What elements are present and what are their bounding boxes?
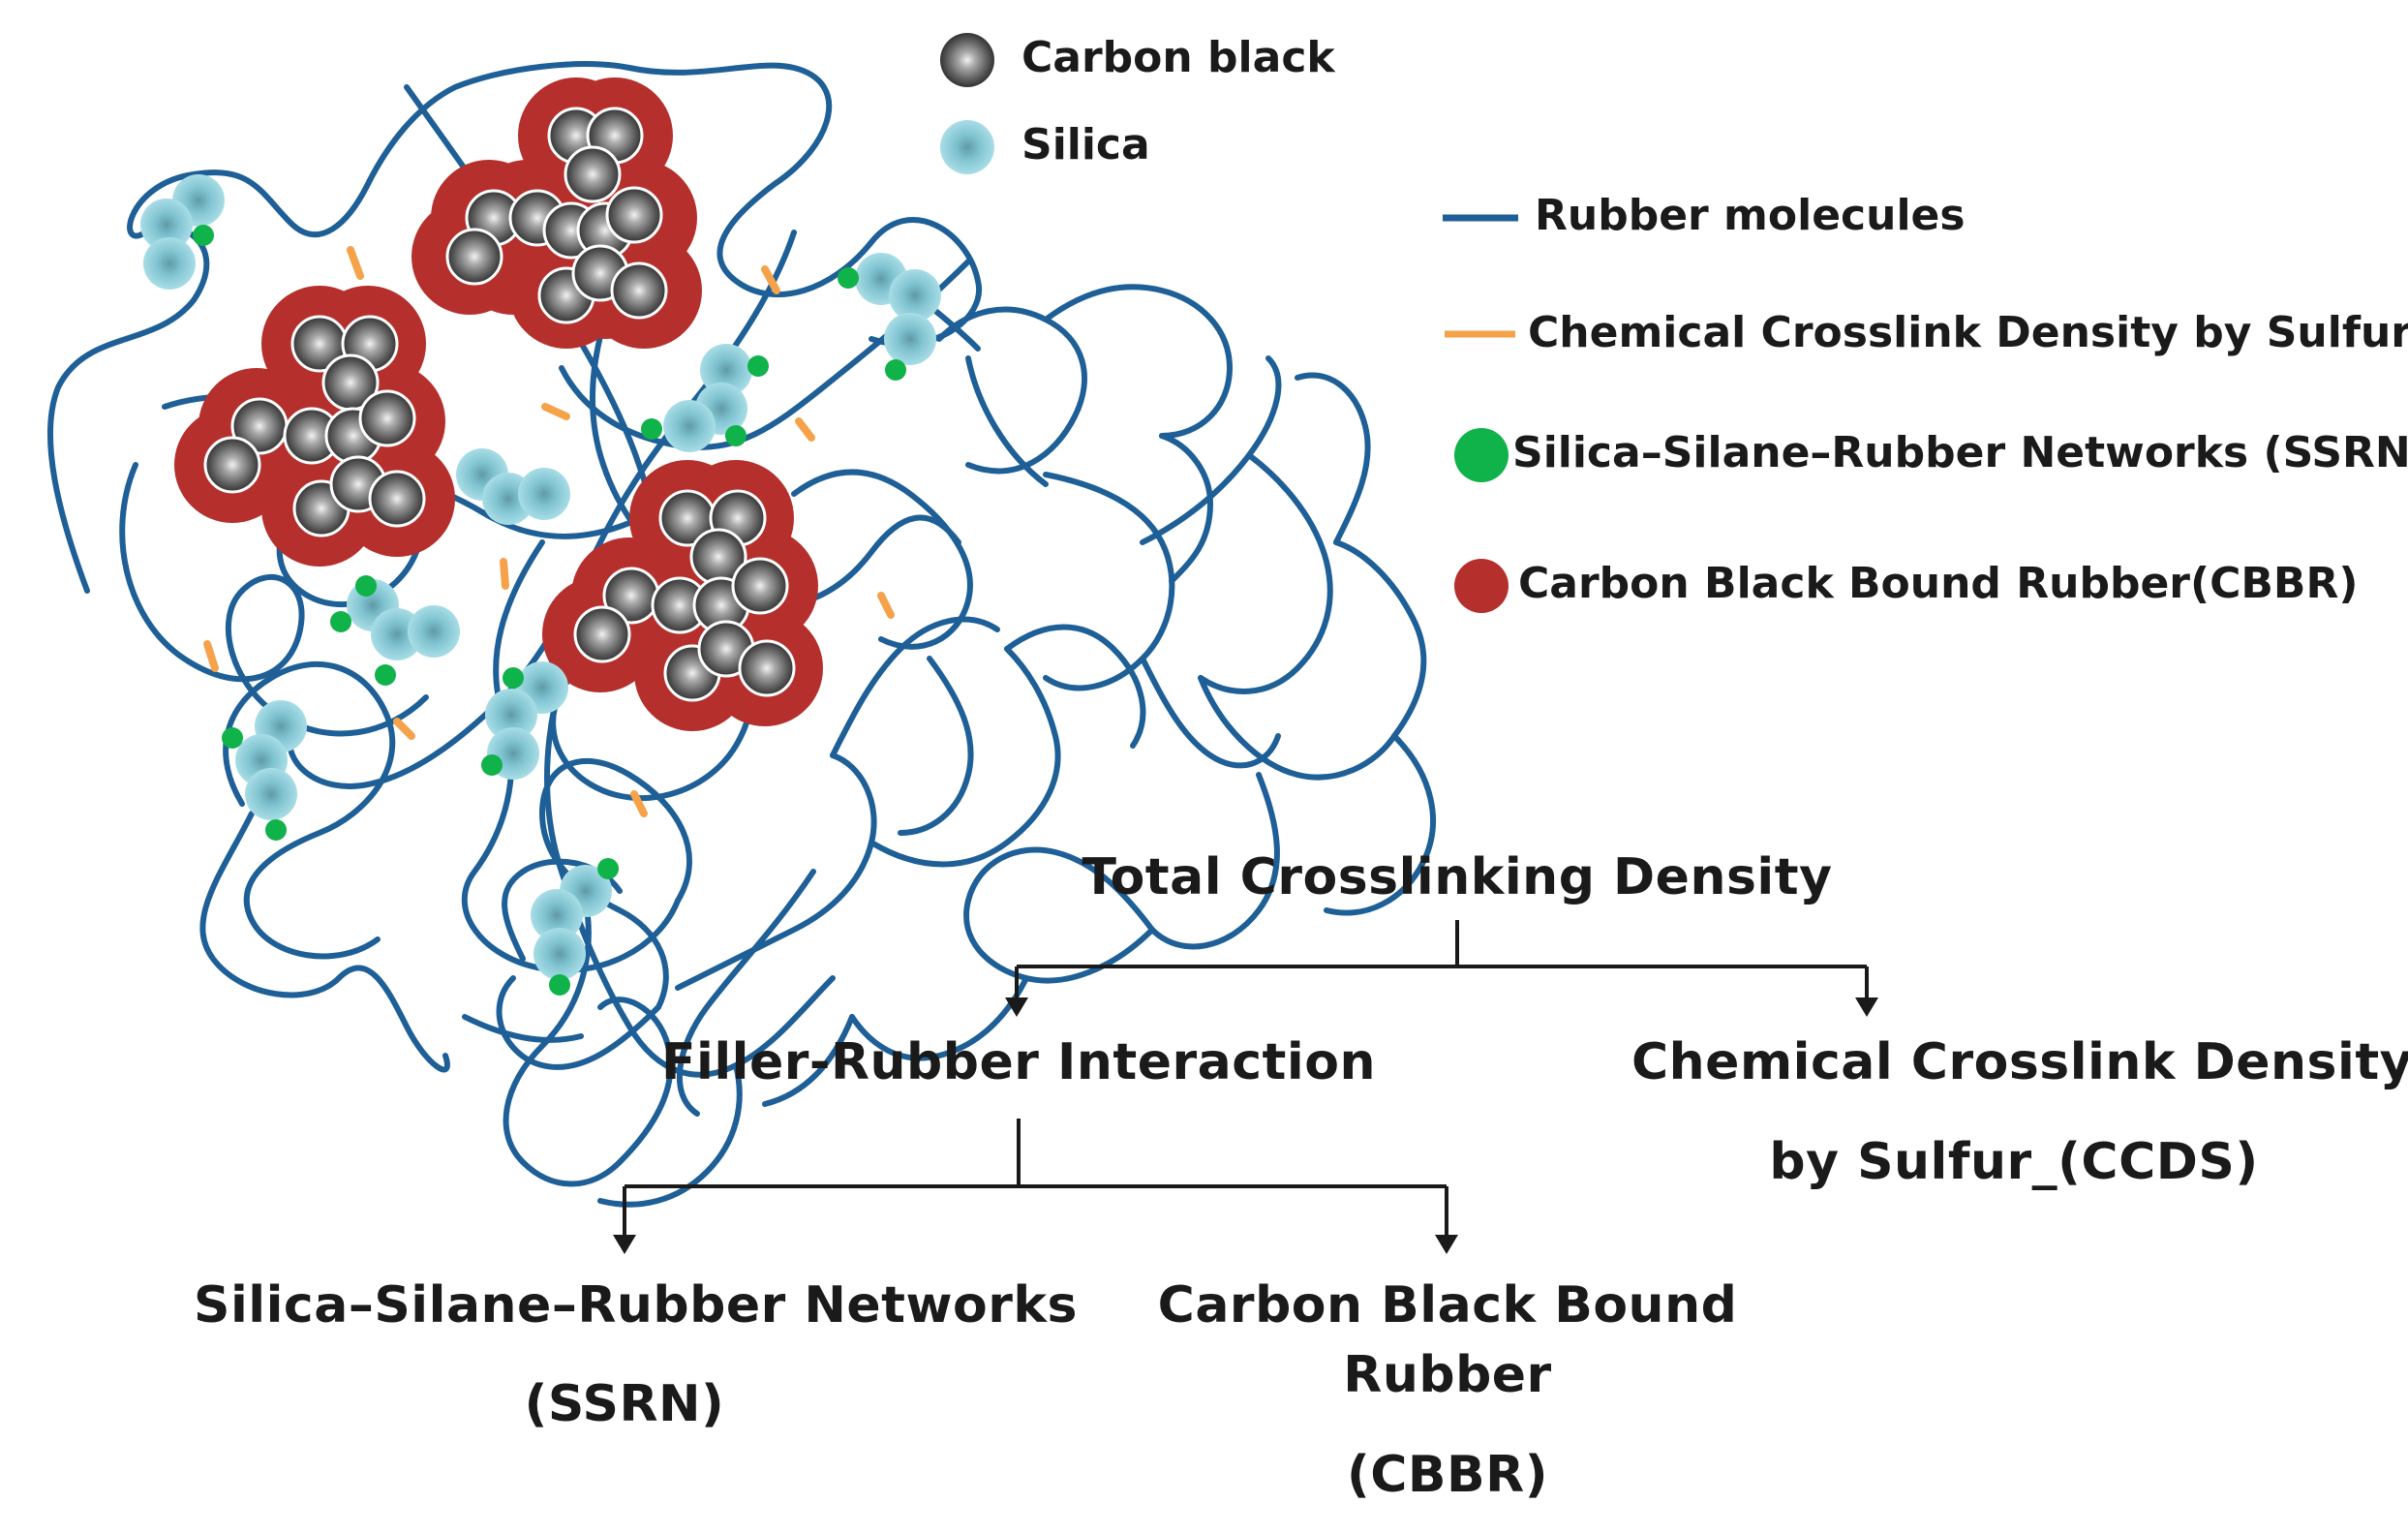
ssrn-legend-icon [1454,428,1509,482]
legend-carbon-black-label: Carbon black [1021,33,1335,82]
tree-ssrn-label-line2: (SSRN) [524,1375,725,1433]
legend-rubber-molecules-label: Rubber molecules [1535,191,1966,240]
cbbr-aggregate-left [174,286,455,567]
legend-cbbr-label: Carbon Black Bound Rubber(CBBR) [1518,559,2359,608]
tree-root-label: Total Crosslinking Density [1082,848,1833,906]
sulfur-crosslinks [203,246,895,817]
tree-arrowheads [613,997,1878,1254]
cbbr-aggregate-right [542,460,823,731]
cbbr-legend-icon [1454,559,1509,613]
tree-filler-rubber-label: Filler-Rubber Interaction [661,1033,1376,1091]
carbon-black-legend-icon [940,33,994,87]
tree-ssrn-label-line1: Silica–Silane–Rubber Networks [194,1276,1078,1335]
cbbr-aggregate-top [411,77,702,349]
ssrn-connection-dots [193,225,906,996]
legend-sulfur-crosslink-label: Chemical Crosslink Density by Sulfur [1528,308,2408,357]
tree-ccds-label-line2: by Sulfur_(CCDS) [1769,1133,2259,1191]
tree-ccds-label-line1: Chemical Crosslink Density [1631,1033,2408,1091]
tree-cbbr-label-line2: Rubber [1343,1346,1552,1404]
tree-connectors [623,920,1869,1235]
tree-cbbr-label-line1: Carbon Black Bound [1157,1276,1738,1335]
tree-cbbr-label-line3: (CBBR) [1346,1446,1548,1504]
silica-clusters [140,174,941,980]
silica-legend-icon [940,120,994,174]
legend-ssrn-label: Silica–Silane–Rubber Networks (SSRN) [1512,428,2408,477]
legend-silica-label: Silica [1021,120,1150,169]
